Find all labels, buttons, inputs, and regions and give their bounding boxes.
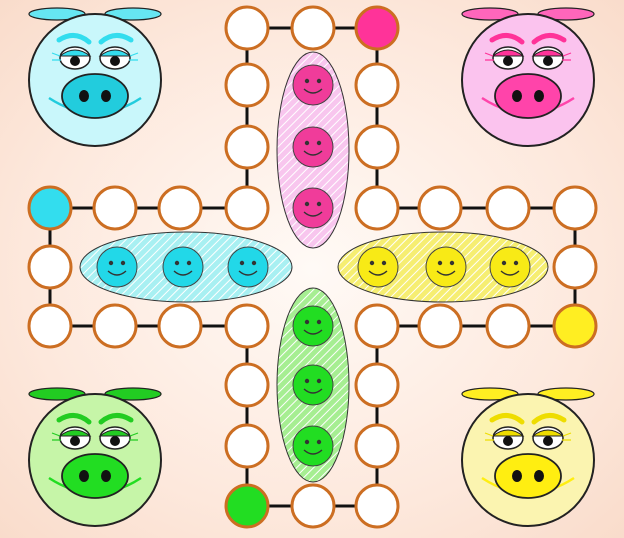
- track-square[interactable]: [224, 185, 270, 231]
- green-pig-icon: [28, 387, 162, 527]
- pink-start-square[interactable]: [354, 5, 400, 51]
- pink-pawn[interactable]: [292, 64, 334, 106]
- track-square[interactable]: [552, 185, 598, 231]
- track-square[interactable]: [485, 303, 531, 349]
- track-square[interactable]: [354, 303, 400, 349]
- yellow-start-square[interactable]: [552, 303, 598, 349]
- track-square[interactable]: [224, 362, 270, 408]
- track-square[interactable]: [354, 483, 400, 529]
- track-square[interactable]: [27, 303, 73, 349]
- track-square[interactable]: [354, 185, 400, 231]
- track-square[interactable]: [224, 423, 270, 469]
- cyan-pawn[interactable]: [96, 246, 138, 288]
- green-pawn[interactable]: [292, 305, 334, 347]
- track-square[interactable]: [224, 5, 270, 51]
- cyan-pawn[interactable]: [162, 246, 204, 288]
- track-square[interactable]: [27, 244, 73, 290]
- track-square[interactable]: [417, 303, 463, 349]
- green-pawn[interactable]: [292, 425, 334, 467]
- pink-pawn[interactable]: [292, 187, 334, 229]
- track-square[interactable]: [224, 303, 270, 349]
- track-square[interactable]: [354, 124, 400, 170]
- track-square[interactable]: [224, 62, 270, 108]
- cyan-pig-icon: [28, 7, 162, 147]
- track-square[interactable]: [157, 303, 203, 349]
- pink-pig-icon: [461, 7, 595, 147]
- track-square[interactable]: [224, 124, 270, 170]
- cyan-start-square[interactable]: [27, 185, 73, 231]
- yellow-pawn[interactable]: [489, 246, 531, 288]
- track-square[interactable]: [157, 185, 203, 231]
- green-pawn[interactable]: [292, 364, 334, 406]
- track-square[interactable]: [417, 185, 463, 231]
- yellow-pig-icon: [461, 387, 595, 527]
- track-square[interactable]: [92, 303, 138, 349]
- track-square[interactable]: [552, 244, 598, 290]
- pink-pawn[interactable]: [292, 126, 334, 168]
- track-square[interactable]: [354, 62, 400, 108]
- yellow-pawn[interactable]: [425, 246, 467, 288]
- track-square[interactable]: [290, 483, 336, 529]
- track-square[interactable]: [92, 185, 138, 231]
- track-square[interactable]: [354, 423, 400, 469]
- yellow-pawn[interactable]: [357, 246, 399, 288]
- track-square[interactable]: [354, 362, 400, 408]
- track-square[interactable]: [485, 185, 531, 231]
- track-square[interactable]: [290, 5, 336, 51]
- green-start-square[interactable]: [224, 483, 270, 529]
- cyan-pawn[interactable]: [227, 246, 269, 288]
